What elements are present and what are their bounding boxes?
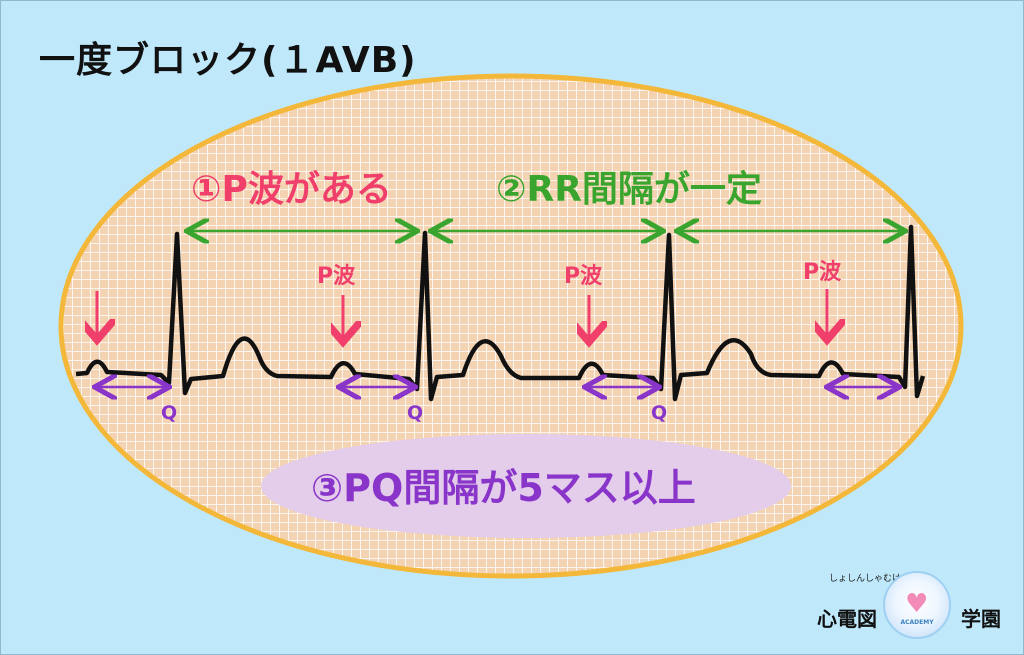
page-title: 一度ブロック(１AVB) (39, 40, 417, 81)
p-wave-label: P波 (564, 264, 603, 289)
ecg-trace (75, 224, 926, 402)
logo-ruby: しょしんしゃむけ (829, 574, 902, 584)
q-label: Q (161, 402, 177, 424)
heart-icon: ♥ (905, 589, 929, 619)
p-wave-label: P波 (317, 264, 356, 289)
point2-label: ②RR間隔が一定 (496, 169, 762, 210)
q-label: Q (407, 402, 423, 424)
q-label: Q (651, 402, 667, 424)
logo-badge-text: ACADEMY (900, 619, 934, 626)
logo-text-right: 学園 (961, 607, 1001, 631)
logo-badge: ♥ ACADEMY (883, 571, 951, 639)
point1-label: ①P波がある (191, 169, 392, 210)
logo-text-left: 心電図 (817, 607, 877, 631)
p-wave-label: P波 (803, 260, 842, 285)
point3-label: ③PQ間隔が5マス以上 (311, 466, 696, 510)
pq-highlight (261, 434, 791, 538)
grid-ellipse (58, 73, 964, 579)
logo: しょしんしゃむけ 心電図 ♥ ACADEMY 学園 (817, 567, 1017, 647)
